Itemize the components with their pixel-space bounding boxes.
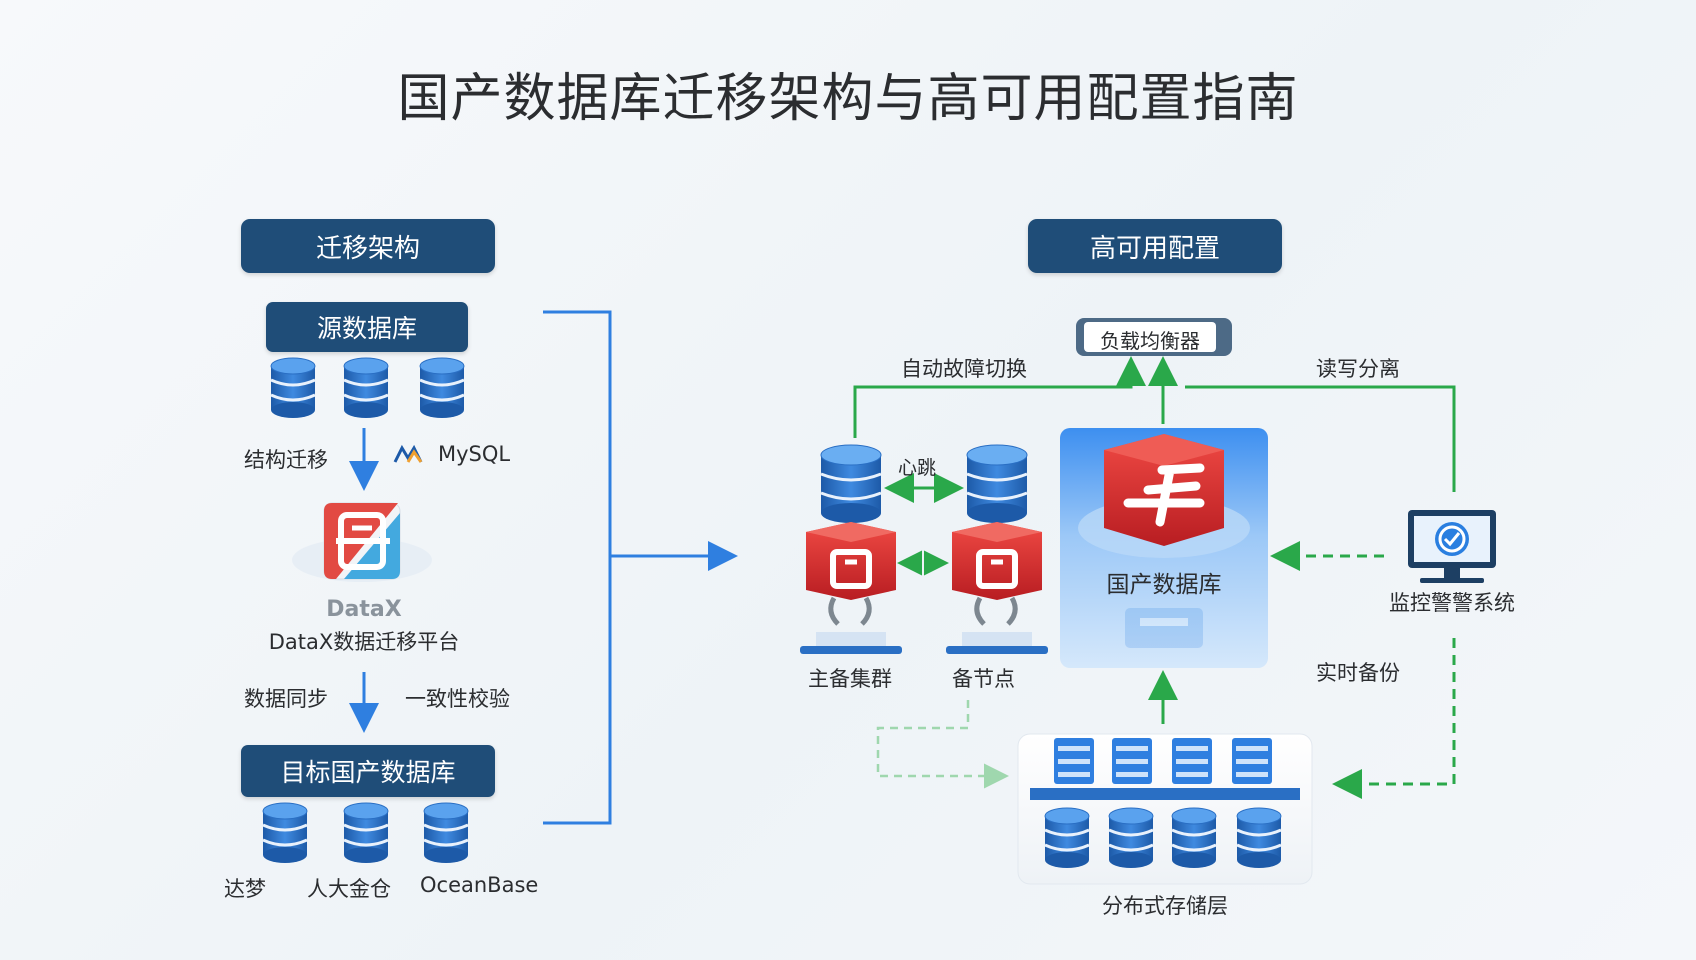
mysql-label: MySQL (438, 442, 511, 466)
target-db-icon-kingbase (342, 801, 390, 865)
target-db-icon-oceanbase (422, 801, 470, 865)
datax-name: DataX (326, 597, 402, 622)
auto-failover-arrow (853, 356, 1146, 438)
target-db-label-dameng: 达梦 (224, 877, 266, 901)
standby-db-icon (965, 443, 1029, 525)
standby-node-icon (946, 522, 1048, 654)
page-title: 国产数据库迁移架构与高可用配置指南 (397, 69, 1299, 129)
migration-header: 迁移架构 (241, 219, 495, 273)
consistency-check-label: 一致性校验 (405, 687, 510, 711)
load-balancer-label[interactable]: 负载均衡器 (1100, 329, 1200, 353)
structure-migration-label: 结构迁移 (244, 448, 328, 472)
target-db-header: 目标国产数据库 (241, 745, 495, 797)
heartbeat-label: 心跳 (898, 457, 937, 479)
realtime-backup-label: 实时备份 (1316, 661, 1400, 685)
storage-db-icon-1 (1043, 806, 1091, 870)
monitor-icon (1408, 510, 1496, 583)
storage-db-icon-4 (1235, 806, 1283, 870)
storage-db-icon-2 (1107, 806, 1155, 870)
primary-node-icon (800, 522, 902, 654)
datax-description: DataX数据迁移平台 (268, 630, 460, 654)
target-db-label-oceanbase: OceanBase (420, 873, 539, 897)
domestic-db-logo-icon (1104, 434, 1224, 546)
target-db-label-kingbase: 人大金仓 (307, 877, 391, 901)
auto-failover-label: 自动故障切换 (901, 357, 1027, 381)
source-db-icon-1 (269, 356, 317, 420)
domestic-db-label: 国产数据库 (1106, 572, 1222, 598)
source-db-icon-2 (342, 356, 390, 420)
primary-cluster-label: 主备集群 (808, 667, 892, 691)
source-db-icon-3 (418, 356, 466, 420)
realtime-backup-arrow (1332, 638, 1456, 799)
read-write-split-line (1185, 385, 1456, 492)
storage-label: 分布式存储层 (1102, 894, 1228, 918)
read-write-split-label: 读写分离 (1316, 357, 1400, 381)
standby-to-storage-arrow (876, 700, 1009, 789)
primary-db-icon (819, 443, 883, 525)
datax-logo-icon (292, 502, 432, 582)
migration-bracket (543, 310, 612, 825)
mysql-logo-icon (393, 444, 423, 463)
data-sync-label: 数据同步 (244, 687, 328, 711)
monitoring-label: 监控警警系统 (1389, 591, 1515, 615)
storage-server-icons (1054, 738, 1272, 784)
storage-db-icon-3 (1170, 806, 1218, 870)
ha-header: 高可用配置 (1028, 219, 1282, 273)
standby-node-label: 备节点 (952, 667, 1015, 691)
source-db-header: 源数据库 (266, 302, 468, 352)
target-db-icon-dameng (261, 801, 309, 865)
